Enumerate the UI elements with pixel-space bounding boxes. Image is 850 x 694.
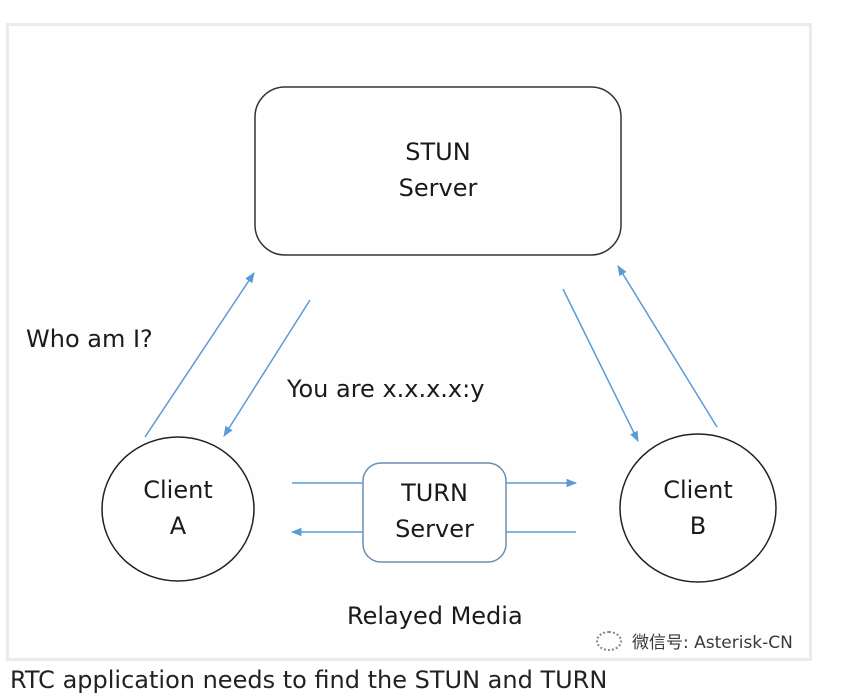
client-b-label: Client B — [620, 472, 776, 544]
relayed-media-label: Relayed Media — [347, 602, 523, 630]
client-a-label-line2: A — [169, 512, 187, 540]
arrow-client-b-to-stun — [617, 265, 718, 428]
stun-label-line2: Server — [398, 174, 478, 202]
who-am-i-label: Who am I? — [26, 325, 153, 353]
client-b-label-line1: Client — [663, 476, 733, 504]
you-are-label: You are x.x.x.x:y — [287, 375, 485, 403]
turn-server-box — [362, 462, 507, 563]
client-b-label-line2: B — [689, 512, 707, 540]
turn-server-label: TURN Server — [363, 475, 506, 547]
wechat-icon — [596, 630, 622, 651]
turn-label-line2: Server — [395, 515, 474, 543]
stun-server-box — [254, 86, 622, 256]
watermark: 微信号: Asterisk-CN — [596, 628, 793, 653]
watermark-text: 微信号: Asterisk-CN — [632, 633, 793, 653]
arrow-stun-to-client-a — [223, 299, 311, 437]
client-b-node — [619, 433, 777, 583]
stun-server-label: STUN Server — [255, 134, 621, 206]
client-a-label: Client A — [102, 472, 254, 544]
turn-label-line1: TURN — [401, 479, 468, 507]
client-a-label-line1: Client — [143, 476, 213, 504]
caption-text: RTC application needs to find the STUN a… — [10, 666, 608, 694]
stun-label-line1: STUN — [405, 138, 471, 166]
arrow-stun-to-client-b — [562, 288, 639, 442]
diagram-canvas — [101, 86, 777, 583]
arrow-client-a-to-stun — [144, 272, 255, 438]
client-a-node — [101, 436, 255, 582]
